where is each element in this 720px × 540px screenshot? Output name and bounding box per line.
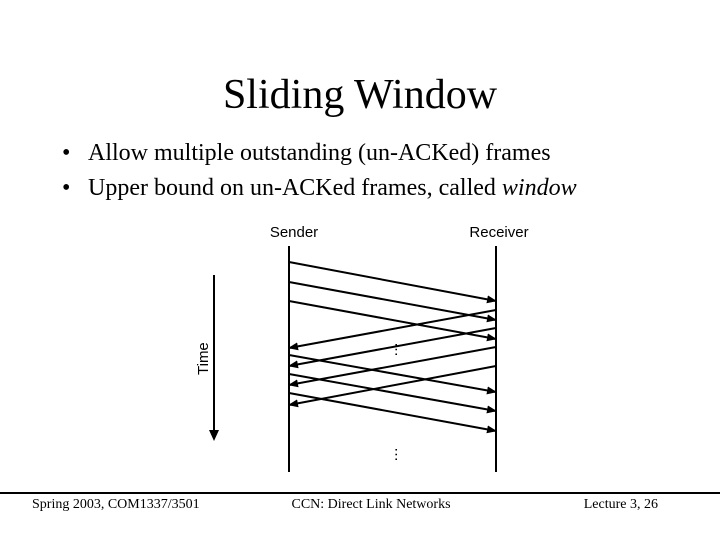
bullet-dot-icon: • xyxy=(62,175,71,201)
data-frame-arrow xyxy=(288,261,497,304)
ack-arrow xyxy=(288,309,497,351)
bullet-item: • Allow multiple outstanding (un-ACKed) f… xyxy=(62,136,577,171)
continuation-ellipsis: … xyxy=(384,342,401,357)
data-frame-arrow xyxy=(288,354,497,395)
footer-topic: CCN: Direct Link Networks xyxy=(291,497,451,512)
bullet-emphasis: window xyxy=(501,175,577,201)
data-frame-arrow xyxy=(288,373,497,414)
ack-arrow xyxy=(288,365,497,408)
slide-title: Sliding Window xyxy=(222,72,498,118)
sender-label: Sender xyxy=(270,224,318,241)
data-frame-arrow xyxy=(288,300,497,342)
footer-lecture: Lecture 3, 26 xyxy=(583,497,658,512)
time-arrowhead-icon xyxy=(209,430,219,441)
ack-arrow xyxy=(288,327,497,369)
footer-divider xyxy=(0,492,720,494)
time-label: Time xyxy=(195,342,212,375)
data-frame-arrow xyxy=(288,281,497,323)
continuation-ellipsis: … xyxy=(384,447,401,462)
ack-arrow xyxy=(288,346,497,388)
footer-course: Spring 2003, COM1337/3501 xyxy=(32,497,200,512)
bullet-text: Allow multiple outstanding (un-ACKed) fr… xyxy=(88,140,551,166)
receiver-label: Receiver xyxy=(469,224,528,241)
bullet-list: • Allow multiple outstanding (un-ACKed) f… xyxy=(62,136,577,206)
bullet-dot-icon: • xyxy=(62,140,71,166)
bullet-text: Upper bound on un-ACKed frames, called xyxy=(88,175,502,201)
bullet-item: •Upper bound on un-ACKed frames, called … xyxy=(62,171,577,206)
